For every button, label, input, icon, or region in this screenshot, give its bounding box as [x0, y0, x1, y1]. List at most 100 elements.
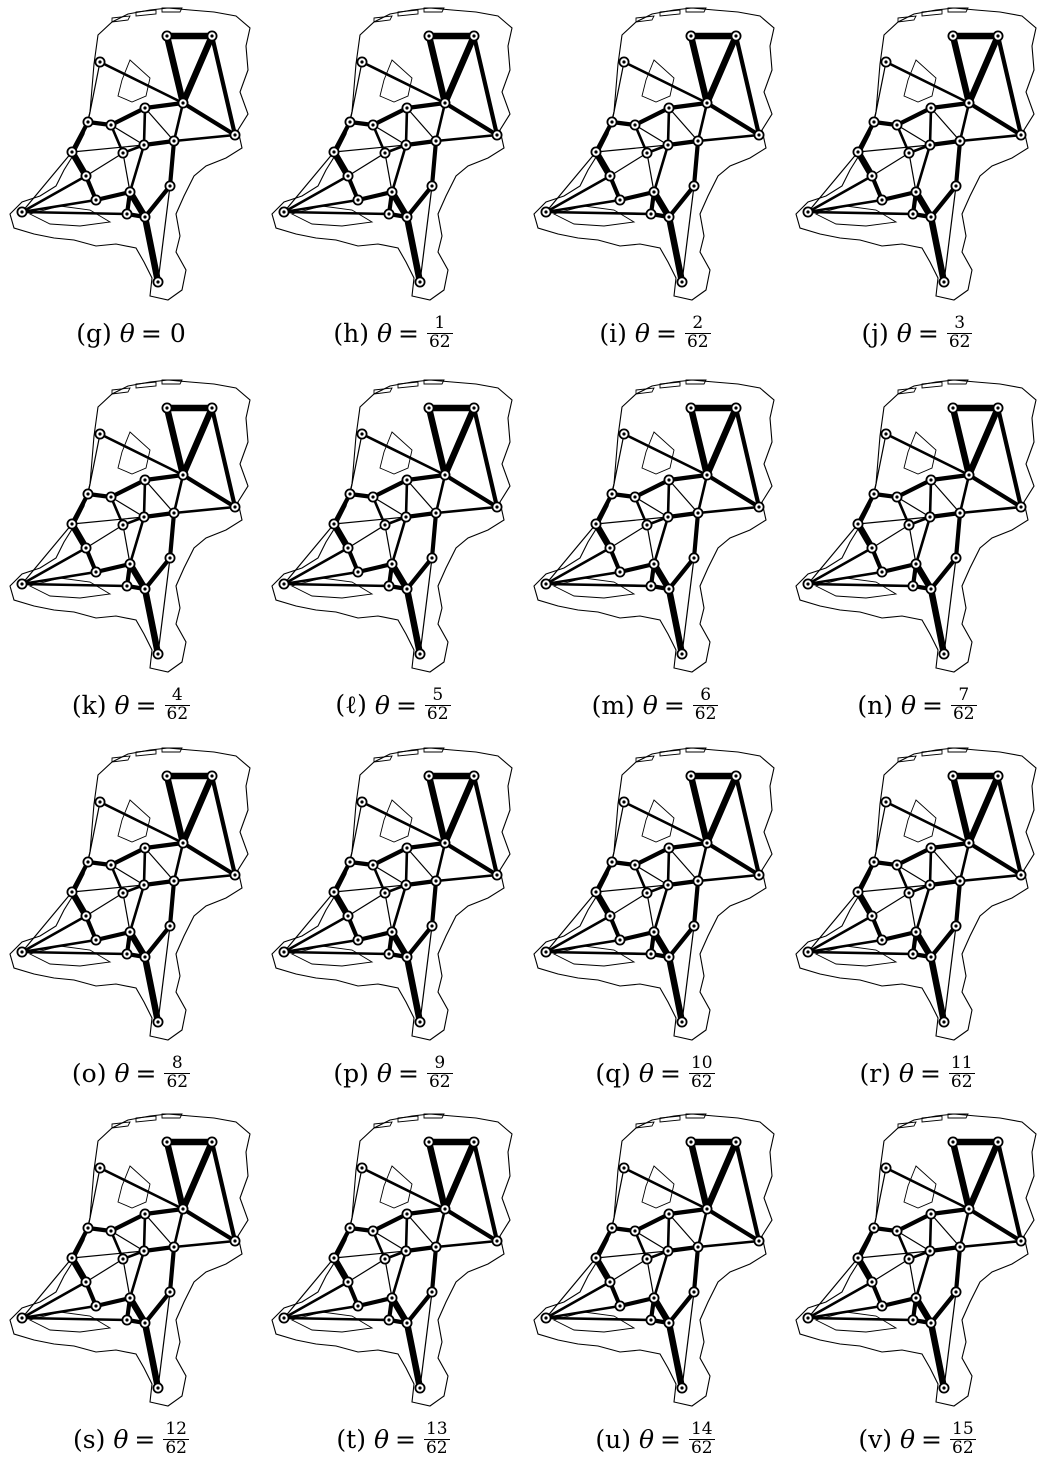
network-edge [960, 135, 1021, 141]
network-edge [960, 875, 1021, 881]
network-edge [111, 480, 145, 497]
network-node-core [405, 478, 408, 481]
network-node-core [86, 120, 89, 123]
lake-outline [380, 432, 412, 474]
network-node-core [168, 1290, 171, 1293]
network-edge [145, 589, 158, 654]
network-edge [698, 475, 707, 513]
network-edge [647, 525, 654, 564]
network-node-core [128, 1296, 131, 1299]
network-edge [546, 212, 651, 214]
network-edge [669, 1209, 707, 1214]
network-edge [373, 1214, 407, 1231]
network-node-core [282, 950, 285, 953]
network-edge [698, 1209, 707, 1247]
panel-s: (s) θ = 1262 [0, 1106, 262, 1478]
panel-label: (u) [595, 1425, 631, 1454]
network-edge [167, 408, 183, 475]
network-node-core [928, 1249, 931, 1252]
network-edge [698, 135, 759, 141]
network-node-core [430, 184, 433, 187]
network-node-core [967, 841, 970, 844]
network-node-core [692, 556, 695, 559]
network-edge [100, 434, 183, 475]
network-node-core [181, 841, 184, 844]
panel-g: (g) θ = 0 [0, 0, 262, 372]
network-node-core [143, 587, 146, 590]
network-node-core [696, 511, 699, 514]
network-node-core [348, 860, 351, 863]
network-edge [348, 153, 385, 176]
network-node-core [156, 1386, 159, 1389]
network-edge [930, 480, 931, 517]
panel-label: (p) [333, 1059, 369, 1088]
island-outline [398, 1116, 418, 1122]
network-node-core [914, 930, 917, 933]
equals-sign: = [660, 1059, 681, 1088]
network-node-core [70, 150, 73, 153]
network-node-core [996, 406, 999, 409]
network-edge [170, 513, 174, 558]
network-node-core [954, 184, 957, 187]
network-edge [960, 843, 969, 881]
network-node-core [70, 522, 73, 525]
network-node-core [954, 1290, 957, 1293]
network-edge [284, 524, 334, 584]
network-edge [886, 802, 969, 843]
network-edge [436, 475, 445, 513]
theta-fraction: 1162 [949, 1055, 975, 1092]
network-node-core [958, 511, 961, 514]
network-map [524, 0, 786, 305]
network-node-core [942, 1386, 945, 1389]
network-edge [88, 434, 100, 494]
theta-symbol: θ [377, 1059, 392, 1088]
network-edge [808, 524, 858, 584]
network-edge [668, 108, 669, 145]
network-edge [436, 843, 445, 881]
network-node-core [689, 406, 692, 409]
panel-o: (o) θ = 862 [0, 740, 262, 1112]
network-edge [445, 36, 474, 103]
network-edge [407, 1323, 420, 1388]
network-node-core [282, 582, 285, 585]
network-node-core [405, 215, 408, 218]
equals-sign: = [921, 1425, 942, 1454]
theta-fraction: 1062 [689, 1055, 715, 1092]
network-node-core [870, 914, 873, 917]
network-node-core [233, 873, 236, 876]
network-node-core [346, 1280, 349, 1283]
network-node-core [667, 106, 670, 109]
network-node-core [705, 1207, 708, 1210]
lake-outline [904, 800, 936, 842]
network-edge [691, 1142, 707, 1209]
theta-symbol: θ [643, 691, 658, 720]
network-node-core [667, 587, 670, 590]
network-edge [145, 480, 174, 513]
network-node-core [430, 924, 433, 927]
network-edge [969, 1142, 998, 1209]
network-edge [691, 408, 707, 475]
network-node-core [172, 1245, 175, 1248]
network-node-core [645, 1257, 648, 1260]
network-edge [736, 1142, 759, 1241]
network-node-core [143, 1321, 146, 1324]
panel-u: (u) θ = 1462 [524, 1106, 786, 1478]
panel-l: (ℓ) θ = 562 [262, 372, 524, 744]
network-edge [130, 1251, 144, 1298]
network-edge [170, 1247, 174, 1292]
caption: (g) θ = 0 [0, 305, 262, 361]
network-node-core [143, 106, 146, 109]
network-node-core [371, 123, 374, 126]
network-edge [145, 108, 174, 141]
network-edge [212, 36, 235, 135]
numerator: 14 [689, 1421, 715, 1439]
network-node-core [156, 280, 159, 283]
denominator: 62 [689, 1439, 715, 1458]
network-node-core [356, 198, 359, 201]
network-node-core [121, 891, 124, 894]
network-edge [969, 36, 998, 103]
network-node-core [907, 151, 910, 154]
panel-label: (j) [862, 319, 889, 348]
